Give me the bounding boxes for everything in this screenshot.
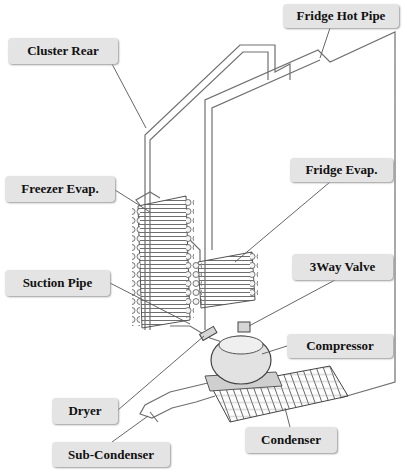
callout-box: Compressor bbox=[287, 334, 393, 358]
leader-line bbox=[235, 182, 330, 262]
callout-label: Compressor bbox=[306, 339, 374, 353]
callout-label: Condenser bbox=[261, 433, 321, 447]
leader-line bbox=[118, 336, 204, 410]
evaporator-bends bbox=[132, 206, 140, 326]
callout-box: Dryer bbox=[52, 398, 118, 424]
evaporator-bends bbox=[194, 262, 202, 307]
fridge-hot-pipe bbox=[212, 60, 320, 250]
leader-line bbox=[112, 64, 146, 128]
callout-box: Sub-Condenser bbox=[52, 442, 170, 467]
sub-condenser-pipe bbox=[150, 412, 158, 422]
callout-label: Dryer bbox=[68, 404, 101, 418]
callout-box: Fridge Evap. bbox=[290, 158, 393, 182]
callout-label: Cluster Rear bbox=[27, 44, 99, 58]
suction-pipe bbox=[170, 326, 228, 344]
callout-label: Suction Pipe bbox=[23, 276, 93, 290]
freezer-evaporator bbox=[138, 196, 190, 328]
dryer-cylinder bbox=[200, 326, 217, 340]
fridge-hot-pipe bbox=[205, 32, 395, 398]
callout-label: Fridge Hot Pipe bbox=[297, 9, 386, 23]
callout-label: 3Way Valve bbox=[310, 260, 375, 274]
callout-label: Fridge Evap. bbox=[305, 163, 377, 177]
evaporator-bends bbox=[250, 253, 258, 298]
callout-box: Cluster Rear bbox=[8, 38, 118, 64]
callout-box: 3Way Valve bbox=[292, 254, 393, 280]
callout-box: Condenser bbox=[245, 427, 337, 453]
three-way-valve bbox=[238, 322, 250, 332]
leader-line bbox=[285, 408, 290, 427]
leader-line bbox=[249, 280, 335, 326]
compressor-body bbox=[211, 336, 271, 384]
sub-condenser-pipe bbox=[140, 382, 215, 418]
compressor-dome bbox=[219, 336, 263, 354]
callout-label: Freezer Evap. bbox=[21, 182, 99, 196]
callout-box: Freezer Evap. bbox=[5, 176, 115, 202]
callout-box: Fridge Hot Pipe bbox=[283, 4, 399, 28]
leader-line bbox=[262, 346, 287, 354]
evaporator-bends bbox=[186, 198, 194, 318]
leader-line bbox=[110, 283, 190, 324]
callout-label: Sub-Condenser bbox=[68, 448, 154, 462]
leader-line bbox=[115, 190, 150, 212]
callout-box: Suction Pipe bbox=[5, 270, 110, 296]
leader-line bbox=[320, 28, 330, 58]
fridge-evaporator bbox=[198, 252, 255, 308]
